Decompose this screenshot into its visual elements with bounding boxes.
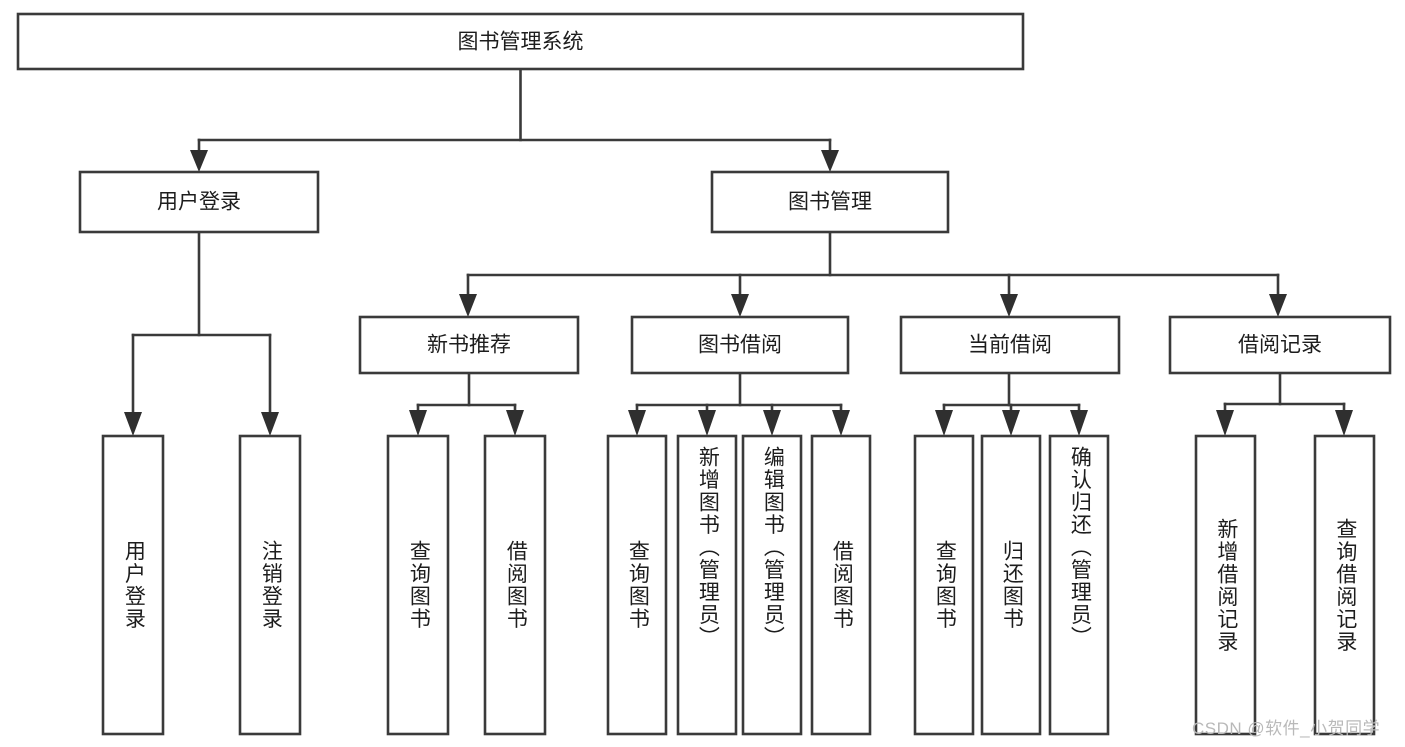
arrow-head-icon (763, 410, 781, 436)
node-book-manage-label: 图书管理 (788, 191, 872, 214)
node-root[interactable]: 图书管理系统 (16, 12, 1025, 71)
arrow-head-icon (628, 410, 646, 436)
arrow-head-icon (1216, 410, 1234, 436)
arrow-head-icon (935, 410, 953, 436)
connector-root-to-level1 (190, 67, 839, 172)
leaf-box-query-book-rec[interactable] (386, 434, 450, 736)
arrow-head-icon (190, 150, 208, 172)
arrow-head-icon (1000, 294, 1018, 317)
connector-book-borrow-children (628, 371, 850, 436)
leaf-boxes (101, 434, 1376, 736)
connector-book-manage-children (459, 230, 1287, 317)
node-borrow-record-label: 借阅记录 (1238, 334, 1322, 357)
arrow-head-icon (506, 410, 524, 436)
leaf-box-return-book[interactable] (980, 434, 1042, 736)
node-book-borrow-label: 图书借阅 (698, 334, 782, 357)
leaf-box-borrow-book-rec[interactable] (483, 434, 547, 736)
leaf-box-borrow-book-bor[interactable] (810, 434, 872, 736)
node-root-label: 图书管理系统 (458, 31, 584, 54)
leaf-box-confirm-return[interactable] (1048, 434, 1110, 736)
arrow-head-icon (1335, 410, 1353, 436)
node-user-login[interactable]: 用户登录 (78, 170, 320, 234)
node-new-book-recommend[interactable]: 新书推荐 (358, 315, 580, 375)
node-user-login-label: 用户登录 (157, 191, 241, 214)
connector-user-login-children (124, 230, 279, 436)
leaf-box-add-record[interactable] (1194, 434, 1257, 736)
leaf-box-edit-book[interactable] (741, 434, 803, 736)
node-new-book-recommend-label: 新书推荐 (427, 334, 511, 357)
node-current-borrow-label: 当前借阅 (968, 334, 1052, 357)
node-borrow-record[interactable]: 借阅记录 (1168, 315, 1392, 375)
leaf-box-logout[interactable] (238, 434, 302, 736)
connector-borrow-record-children (1216, 371, 1353, 436)
leaf-box-add-book[interactable] (676, 434, 738, 736)
arrow-head-icon (832, 410, 850, 436)
leaf-box-user-login[interactable] (101, 434, 165, 736)
connector-new-book-recommend-children (409, 371, 524, 436)
connector-current-borrow-children (935, 371, 1088, 436)
arrow-head-icon (1070, 410, 1088, 436)
node-book-manage[interactable]: 图书管理 (710, 170, 950, 234)
arrow-head-icon (261, 412, 279, 436)
arrow-head-icon (459, 294, 477, 317)
arrow-head-icon (1002, 410, 1020, 436)
arrow-head-icon (698, 410, 716, 436)
node-book-borrow[interactable]: 图书借阅 (630, 315, 850, 375)
leaf-box-query-book-bor[interactable] (606, 434, 668, 736)
arrow-head-icon (1269, 294, 1287, 317)
node-current-borrow[interactable]: 当前借阅 (899, 315, 1121, 375)
leaf-box-query-record[interactable] (1313, 434, 1376, 736)
arrow-head-icon (821, 150, 839, 172)
leaf-box-query-book-cur[interactable] (913, 434, 975, 736)
arrow-head-icon (124, 412, 142, 436)
arrow-head-icon (409, 410, 427, 436)
arrow-head-icon (731, 294, 749, 317)
csdn-watermark: CSDN @软件_小贺同学 (1192, 719, 1381, 738)
